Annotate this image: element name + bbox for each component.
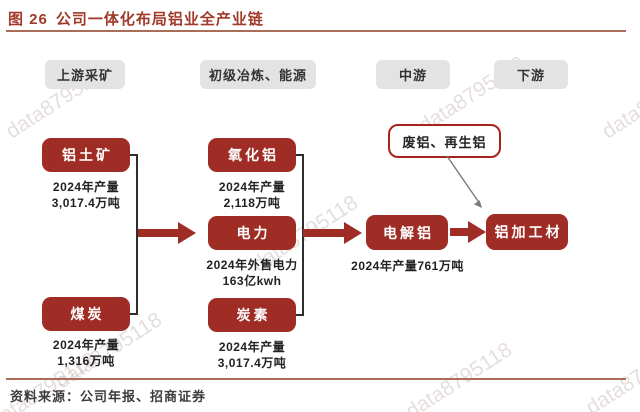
node-electrolytic-aluminum: 电解铝 <box>366 215 448 250</box>
watermark-text: data8795118 <box>598 58 640 144</box>
column-header-downstream: 下游 <box>494 60 568 89</box>
figure-number: 图 26 <box>8 11 48 28</box>
caption-line: 2024年产量 <box>218 180 286 194</box>
caption-line: 163亿kwh <box>222 274 282 289</box>
caption-line: 2024年产量761万吨 <box>351 259 464 273</box>
column-header-midstream: 中游 <box>376 60 450 89</box>
title-underline <box>6 30 626 32</box>
node-bauxite: 铝土矿 <box>42 138 130 172</box>
recycle-to-products-arrow-icon <box>446 155 482 208</box>
connector-bracket-column1 <box>130 154 138 315</box>
flow-arrow-2-shaft <box>303 229 344 237</box>
node-aluminum-products: 铝加工材 <box>486 214 568 250</box>
flow-arrow-1-shaft <box>138 229 178 237</box>
caption-line: 2024年产量 <box>218 340 286 354</box>
flow-arrow-3-shaft <box>450 228 468 236</box>
figure-title-text: 公司一体化布局铝业全产业链 <box>55 11 264 28</box>
flow-arrow-3-head <box>468 221 486 243</box>
watermark-text: data8795118 <box>402 338 517 412</box>
caption-line: 2024年外售电力 <box>206 258 298 272</box>
node-carbon: 炭素 <box>208 298 296 332</box>
node-recycled-aluminum: 废铝、再生铝 <box>388 124 501 158</box>
column-header-primary-smelting-energy: 初级冶炼、能源 <box>200 60 316 89</box>
caption-bauxite: 2024年产量 3,017.4万吨 <box>30 179 142 211</box>
caption-line: 1,316万吨 <box>57 354 115 369</box>
caption-line: 3,017.4万吨 <box>51 196 121 211</box>
caption-line: 2,118万吨 <box>223 196 281 211</box>
node-coal: 煤炭 <box>42 297 130 331</box>
caption-line: 2024年产量 <box>52 180 120 194</box>
caption-electrolytic-aluminum: 2024年产量761万吨 <box>345 258 470 274</box>
node-power: 电力 <box>208 216 296 250</box>
source-note: 资料来源：公司年报、招商证券 <box>10 389 207 404</box>
caption-coal: 2024年产量 1,316万吨 <box>30 337 142 369</box>
caption-line: 2024年产量 <box>52 338 120 352</box>
caption-alumina: 2024年产量 2,118万吨 <box>196 179 308 211</box>
figure-title: 图 26 公司一体化布局铝业全产业链 <box>8 8 264 29</box>
caption-carbon: 2024年产量 3,017.4万吨 <box>196 339 308 371</box>
flow-arrow-2-head <box>344 222 362 244</box>
flow-arrow-1-head <box>178 222 196 244</box>
source-divider-line <box>6 378 626 380</box>
column-header-upstream-mining: 上游采矿 <box>45 60 125 89</box>
caption-line: 3,017.4万吨 <box>217 356 287 371</box>
watermark-text: data8795118 <box>582 334 640 412</box>
node-alumina: 氧化铝 <box>208 138 296 172</box>
caption-power: 2024年外售电力 163亿kwh <box>190 257 314 289</box>
